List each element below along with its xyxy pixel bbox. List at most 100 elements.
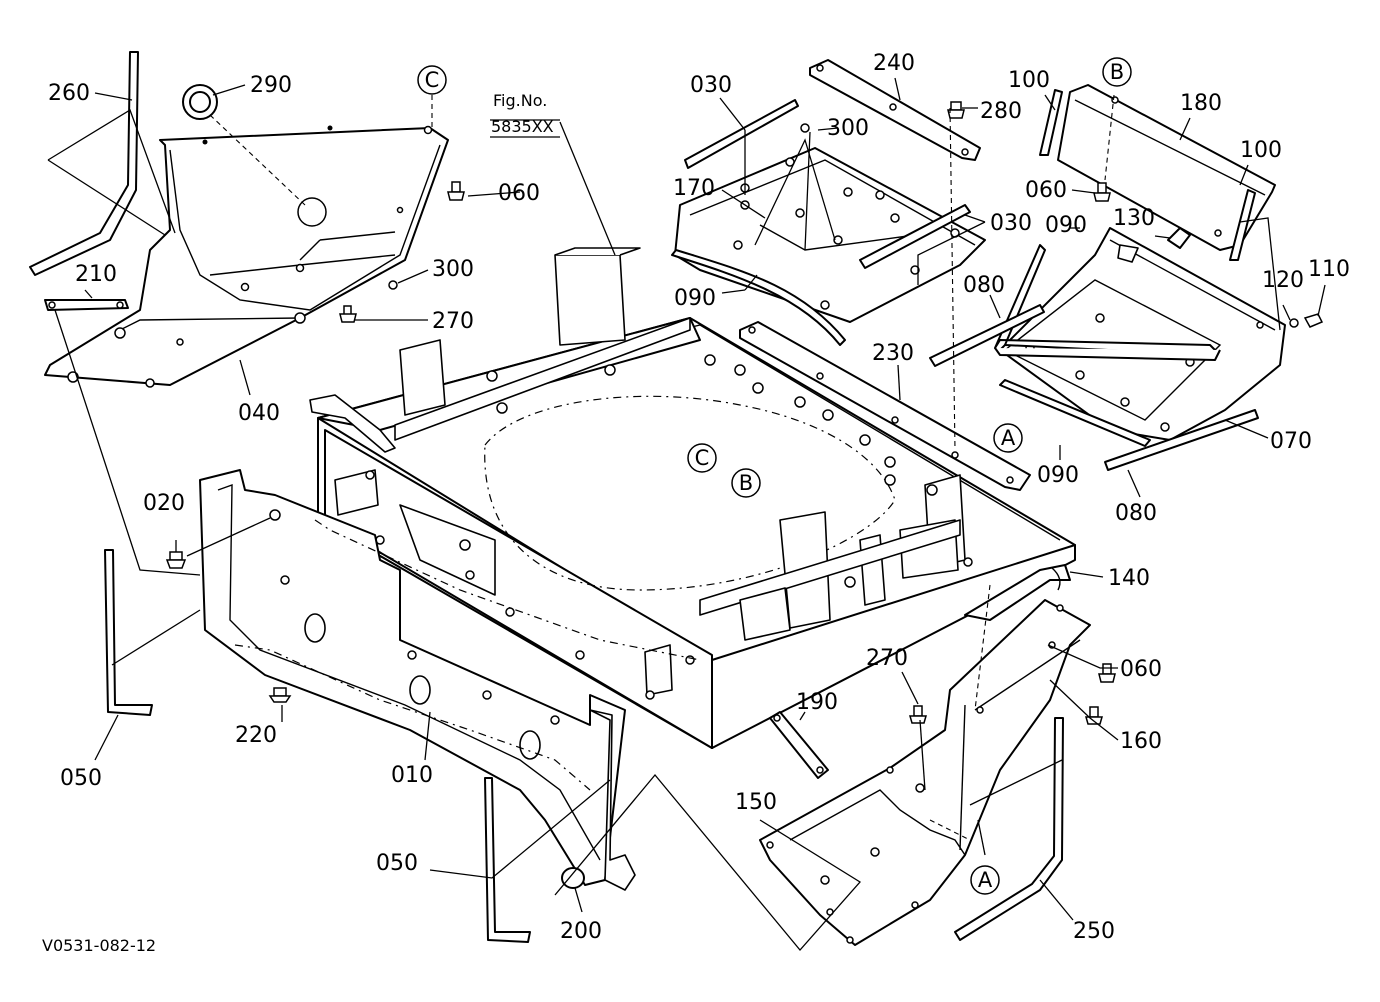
svg-text:C: C: [695, 446, 710, 470]
callout-050-left: 050: [60, 766, 102, 791]
part-130-clip: [1167, 227, 1191, 249]
bolt-220: [268, 687, 292, 703]
part-080-strip-lower: [1104, 409, 1259, 471]
figure-number: Fig.No. 5835XX: [490, 91, 560, 138]
bolt-060-left: [447, 181, 465, 201]
callout-160: 160: [1120, 729, 1162, 754]
bolt-060-lower: [1098, 663, 1116, 683]
part-170-plate: [674, 147, 986, 323]
part-200-plug: [561, 867, 585, 889]
callout-100-left: 100: [1008, 68, 1050, 93]
part-080-strip-upper: [929, 304, 1045, 367]
svg-text:C: C: [425, 68, 440, 92]
svg-text:B: B: [1110, 60, 1124, 84]
part-290-grommet: [182, 84, 218, 120]
part-090-strip-right: [994, 244, 1221, 361]
reference-marker-b-center: B: [731, 468, 761, 498]
callout-140: 140: [1108, 566, 1150, 591]
callout-060: 060: [498, 181, 540, 206]
reference-marker-b-top: B: [1102, 57, 1132, 87]
part-050-seal-strip-left: [104, 549, 153, 716]
part-050-seal-strip-bottom: [484, 777, 531, 943]
bolt-110: [1303, 313, 1324, 328]
part-090-strip-curved: [671, 249, 846, 346]
callout-100-right: 100: [1240, 138, 1282, 163]
part-190-strap: [769, 711, 829, 779]
callout-010: 010: [391, 763, 433, 788]
reference-marker-a-bottom: A: [970, 865, 1000, 895]
bolt-020: [165, 551, 187, 569]
part-260-seal-strip: [29, 51, 139, 276]
callout-030-right: 030: [990, 211, 1032, 236]
callout-060-right: 060: [1025, 178, 1067, 203]
part-040-left-cover: [44, 125, 449, 388]
callout-170: 170: [673, 176, 715, 201]
part-010-lower-cover: [199, 469, 636, 891]
callout-070: 070: [1270, 429, 1312, 454]
svg-text:A: A: [1001, 426, 1016, 450]
bolt-270-left: [339, 305, 357, 323]
callout-290: 290: [250, 73, 292, 98]
callout-090-bottom: 090: [1037, 463, 1079, 488]
callout-060-lower: 060: [1120, 657, 1162, 682]
part-030-strip-right: [859, 204, 971, 269]
fig-no-label: Fig.No.: [493, 91, 547, 110]
callout-090-left: 090: [674, 286, 716, 311]
callout-090-right: 090: [1045, 213, 1087, 238]
part-090-strip-lower: [999, 379, 1151, 447]
reference-marker-c-center: C: [687, 443, 717, 473]
part-240-bracket: [809, 59, 981, 161]
part-250-seal-strip: [954, 717, 1064, 941]
bolt-060-right: [1093, 182, 1111, 202]
part-140-bracket: [964, 564, 1071, 621]
callout-220: 220: [235, 723, 277, 748]
callout-250: 250: [1073, 919, 1115, 944]
callout-120: 120: [1262, 268, 1304, 293]
callout-190: 190: [796, 690, 838, 715]
reference-marker-c-top: C: [417, 65, 447, 95]
callout-130: 130: [1113, 206, 1155, 231]
part-070-tray: [999, 227, 1286, 441]
callout-040: 040: [238, 401, 280, 426]
fig-no-value: 5835XX: [491, 117, 554, 136]
part-180-panel: [1057, 84, 1276, 251]
drawing-code: V0531-082-12: [42, 936, 156, 955]
part-100-seal-right: [1229, 189, 1256, 261]
bolt-300-left: [388, 280, 398, 290]
callout-080-bottom: 080: [1115, 501, 1157, 526]
part-210-strap: [44, 299, 129, 311]
callout-280: 280: [980, 99, 1022, 124]
callout-180: 180: [1180, 91, 1222, 116]
callout-270: 270: [432, 309, 474, 334]
bolt-280: [947, 101, 965, 119]
frame-fastener-holes: [365, 354, 973, 700]
part-100-seal-left: [1039, 89, 1063, 156]
callout-300-center: 300: [827, 116, 869, 141]
callout-020: 020: [143, 491, 185, 516]
callout-110: 110: [1308, 257, 1350, 282]
callout-200: 200: [560, 919, 602, 944]
callout-210: 210: [75, 262, 117, 287]
part-150-lower-cover: [759, 599, 1091, 946]
part-030-strip-upper: [684, 99, 799, 169]
callout-150: 150: [735, 790, 777, 815]
callout-240: 240: [873, 51, 915, 76]
callout-labels: 260 290 060 300 270 210 040 020 050 220 …: [48, 51, 1350, 944]
callout-050-bottom: 050: [376, 851, 418, 876]
callout-270-lower: 270: [866, 646, 908, 671]
washer-120: [1289, 318, 1299, 328]
reference-marker-a-right: A: [993, 423, 1023, 453]
svg-text:B: B: [739, 471, 753, 495]
callout-230: 230: [872, 341, 914, 366]
callout-080-top: 080: [963, 273, 1005, 298]
part-230-bar: [739, 321, 1031, 491]
svg-text:A: A: [978, 868, 993, 892]
callout-030-top: 030: [690, 73, 732, 98]
bolt-270-right: [909, 705, 927, 724]
callout-260: 260: [48, 81, 90, 106]
bolt-300-center: [800, 123, 810, 133]
callout-300: 300: [432, 257, 474, 282]
leader-lines: [47, 77, 1326, 952]
